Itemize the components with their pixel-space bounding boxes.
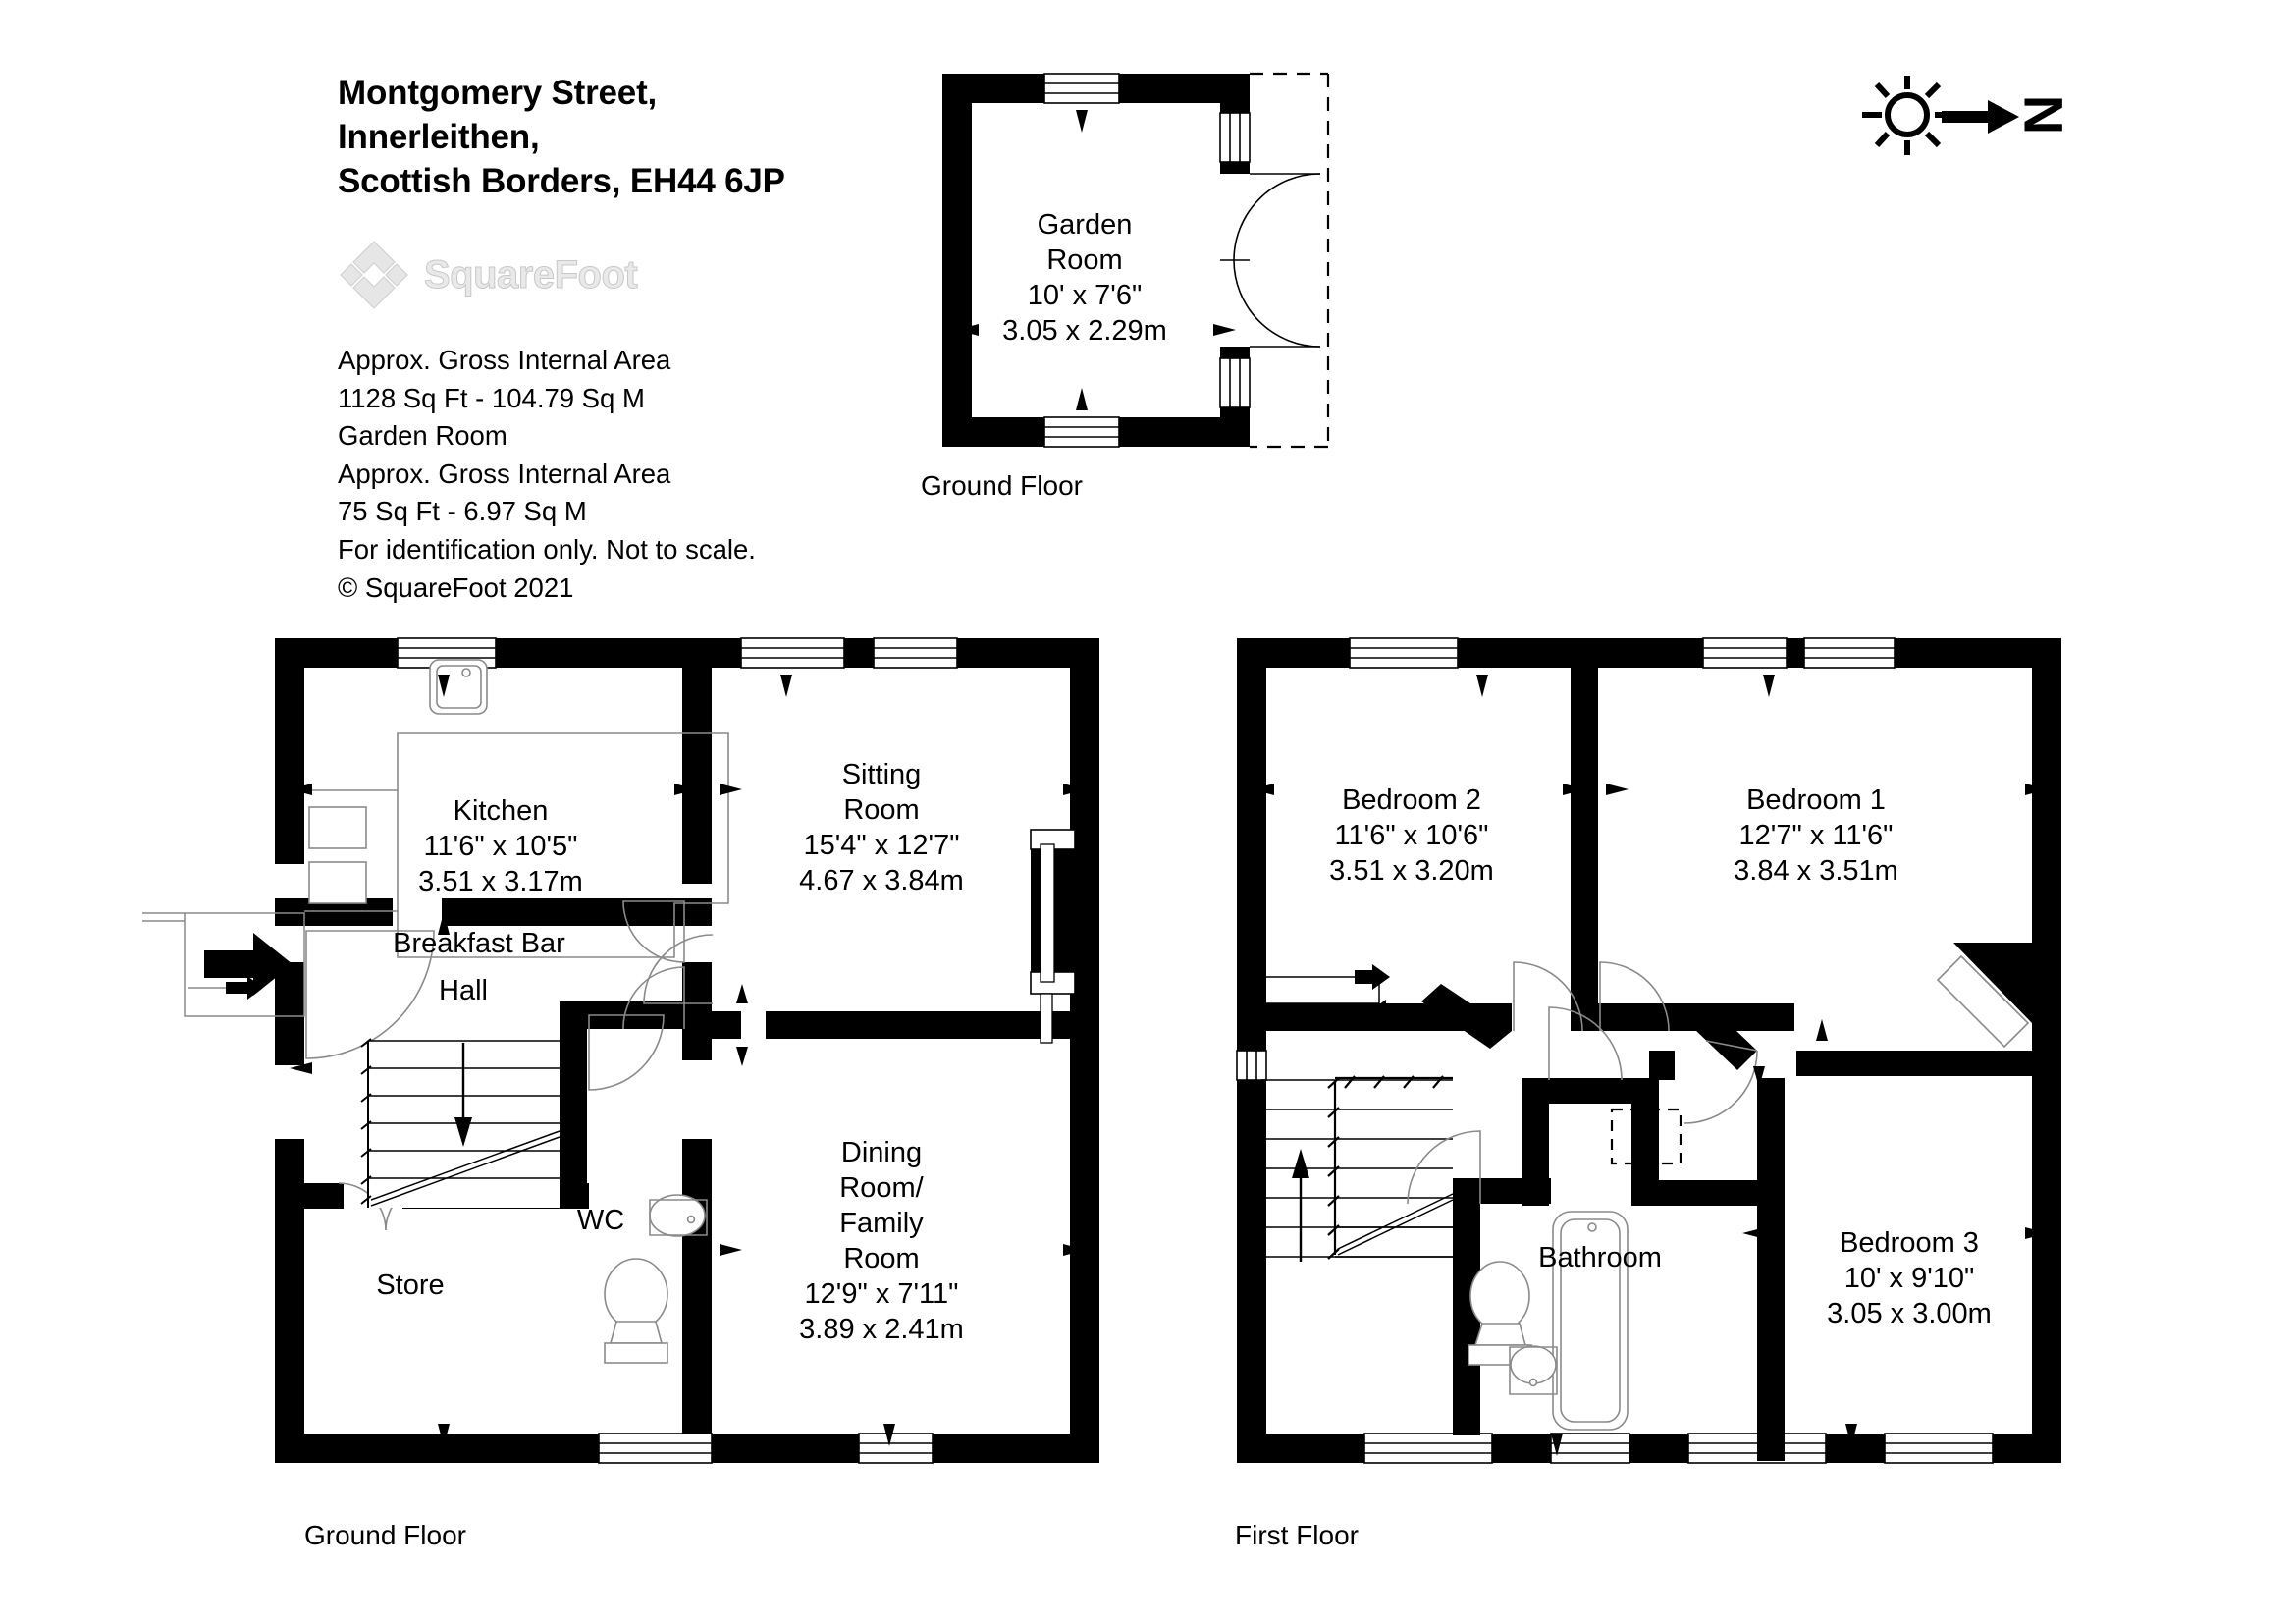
- bedroom2-dims-imperial: 11'6" x 10'6": [1335, 820, 1489, 851]
- first-doors: [1407, 961, 1758, 1205]
- sitting-room-dims-metric: 4.67 x 3.84m: [799, 865, 964, 896]
- ground-doors: [305, 900, 714, 1231]
- sitting-room-label-line2: Room: [843, 794, 919, 826]
- info-line-5: 75 Sq Ft - 6.97 Sq M: [338, 496, 587, 527]
- washbasin-icon: [1509, 1345, 1558, 1395]
- kitchen-dims-imperial: 11'6" x 10'5": [424, 831, 578, 862]
- garden-french-doors: [1220, 173, 1321, 348]
- kitchen-dims-metric: 3.51 x 3.17m: [418, 866, 583, 897]
- dining-label-line1: Dining: [841, 1137, 922, 1168]
- bath-icon: [1552, 1211, 1629, 1431]
- logo-wordmark: SquareFoot: [423, 253, 638, 297]
- diamond-logo-icon: [338, 239, 410, 311]
- dining-dims-imperial: 12'9" x 7'11": [805, 1278, 959, 1310]
- bedroom1-label: Bedroom 1: [1746, 784, 1886, 816]
- staircase-up: [1261, 1075, 1454, 1262]
- dining-label-line2: Room/: [839, 1172, 924, 1204]
- kitchen-fixtures: [304, 659, 729, 958]
- room-label-dining-room: Dining Room/ Family Room 12'9" x 7'11" 3…: [799, 1137, 964, 1345]
- first-floor-floorplan: Bedroom 2 11'6" x 10'6" 3.51 x 3.20m Bed…: [1207, 619, 2110, 1502]
- room-label-bedroom-2: Bedroom 2 11'6" x 10'6" 3.51 x 3.20m: [1329, 784, 1494, 887]
- info-line-2: 1128 Sq Ft - 104.79 Sq M: [338, 382, 645, 413]
- garden-room-label-line1: Garden: [1038, 209, 1133, 241]
- staircase-down: [360, 1038, 561, 1208]
- loft-hatch-icon: [1610, 1108, 1682, 1165]
- adjoining-boundary-dashed: [1250, 72, 1330, 449]
- ground-direction-arrows: [290, 675, 1086, 1446]
- ground-windows: [397, 637, 1076, 1464]
- dining-label-line3: Family: [839, 1208, 924, 1239]
- hall-label: Hall: [439, 975, 488, 1006]
- ground-interior-walls: [275, 638, 1075, 1463]
- toilet-icon: [604, 1258, 668, 1364]
- sitting-room-label-line1: Sitting: [842, 759, 922, 790]
- garden-windows: [1043, 73, 1251, 448]
- corner-cupboard-bedroom1: [1936, 954, 2030, 1049]
- store-label: Store: [376, 1270, 444, 1301]
- title-line-1: Montgomery Street,: [338, 74, 658, 112]
- ground-floor-floorplan: Kitchen 11'6" x 10'5" 3.51 x 3.17m Break…: [142, 619, 1148, 1502]
- first-floor-caption: First Floor: [1235, 1520, 1359, 1550]
- washbasin-icon: [649, 1194, 708, 1237]
- garden-walls: [942, 74, 1250, 447]
- room-label-kitchen: Kitchen 11'6" x 10'5" 3.51 x 3.17m: [418, 795, 583, 897]
- toilet-icon: [1468, 1261, 1532, 1366]
- room-label-bedroom-3: Bedroom 3 10' x 9'10" 3.05 x 3.00m: [1827, 1227, 1992, 1329]
- info-line-3: Garden Room: [338, 420, 507, 452]
- dining-label-line4: Room: [843, 1243, 919, 1274]
- squarefoot-logo: SquareFoot: [338, 239, 638, 311]
- north-arrow-icon: [1942, 100, 2019, 134]
- title-line-3: Scottish Borders, EH44 6JP: [338, 162, 785, 200]
- bedroom3-dims-imperial: 10' x 9'10": [1844, 1263, 1975, 1294]
- bathroom-fixtures: [1468, 1211, 1629, 1431]
- wc-fixtures: [604, 1194, 708, 1364]
- ground-floor-caption: Ground Floor: [304, 1520, 466, 1550]
- page-title: Montgomery Street, Innerleithen, Scottis…: [338, 71, 887, 203]
- garden-room-floorplan: Garden Room 10' x 7'6" 3.05 x 2.29m: [923, 54, 1335, 466]
- bedroom2-dims-metric: 3.51 x 3.20m: [1329, 855, 1494, 887]
- room-label-garden-room: Garden Room 10' x 7'6" 3.05 x 2.29m: [1002, 209, 1167, 347]
- sink-icon: [429, 659, 488, 715]
- garden-direction-arrows: [956, 110, 1236, 410]
- area-info-block: Approx. Gross Internal Area 1128 Sq Ft -…: [338, 342, 848, 607]
- compass-rose: N: [1850, 54, 2075, 177]
- garden-room-dims-imperial: 10' x 7'6": [1028, 280, 1143, 311]
- title-line-2: Innerleithen,: [338, 118, 540, 156]
- bedroom3-label: Bedroom 3: [1840, 1227, 1979, 1259]
- info-line-4: Approx. Gross Internal Area: [338, 458, 671, 489]
- first-exterior-walls: [1237, 638, 2061, 1463]
- room-label-bedroom-1: Bedroom 1 12'7" x 11'6" 3.84 x 3.51m: [1734, 784, 1898, 887]
- north-label: N: [2013, 95, 2075, 135]
- bedroom1-dims-metric: 3.84 x 3.51m: [1734, 855, 1898, 887]
- wardrobe-bedroom2: [1266, 964, 1502, 1025]
- bathroom-label: Bathroom: [1538, 1242, 1662, 1273]
- info-line-7: © SquareFoot 2021: [338, 571, 574, 603]
- first-direction-arrows: [1252, 675, 2048, 1456]
- garden-room-dims-metric: 3.05 x 2.29m: [1002, 315, 1167, 347]
- first-interior-walls: [1237, 638, 2032, 1461]
- bedroom1-dims-imperial: 12'7" x 11'6": [1739, 820, 1894, 851]
- kitchen-label: Kitchen: [454, 795, 549, 827]
- entrance-arrow-icon: [142, 912, 305, 1017]
- wc-label: WC: [577, 1205, 624, 1236]
- bedroom3-dims-metric: 3.05 x 3.00m: [1827, 1298, 1992, 1329]
- breakfast-bar-label: Breakfast Bar: [393, 928, 565, 959]
- info-line-1: Approx. Gross Internal Area: [338, 345, 671, 375]
- bedroom2-label: Bedroom 2: [1342, 784, 1481, 816]
- sitting-room-dims-imperial: 15'4" x 12'7": [803, 830, 959, 861]
- info-line-6: For identification only. Not to scale.: [338, 533, 756, 565]
- room-label-sitting-room: Sitting Room 15'4" x 12'7" 4.67 x 3.84m: [799, 759, 964, 896]
- garden-floor-caption: Ground Floor: [921, 470, 1083, 501]
- hob-units-icon: [304, 789, 398, 912]
- sun-icon: [1862, 76, 1950, 155]
- garden-room-label-line2: Room: [1046, 244, 1122, 276]
- dining-dims-metric: 3.89 x 2.41m: [799, 1314, 964, 1345]
